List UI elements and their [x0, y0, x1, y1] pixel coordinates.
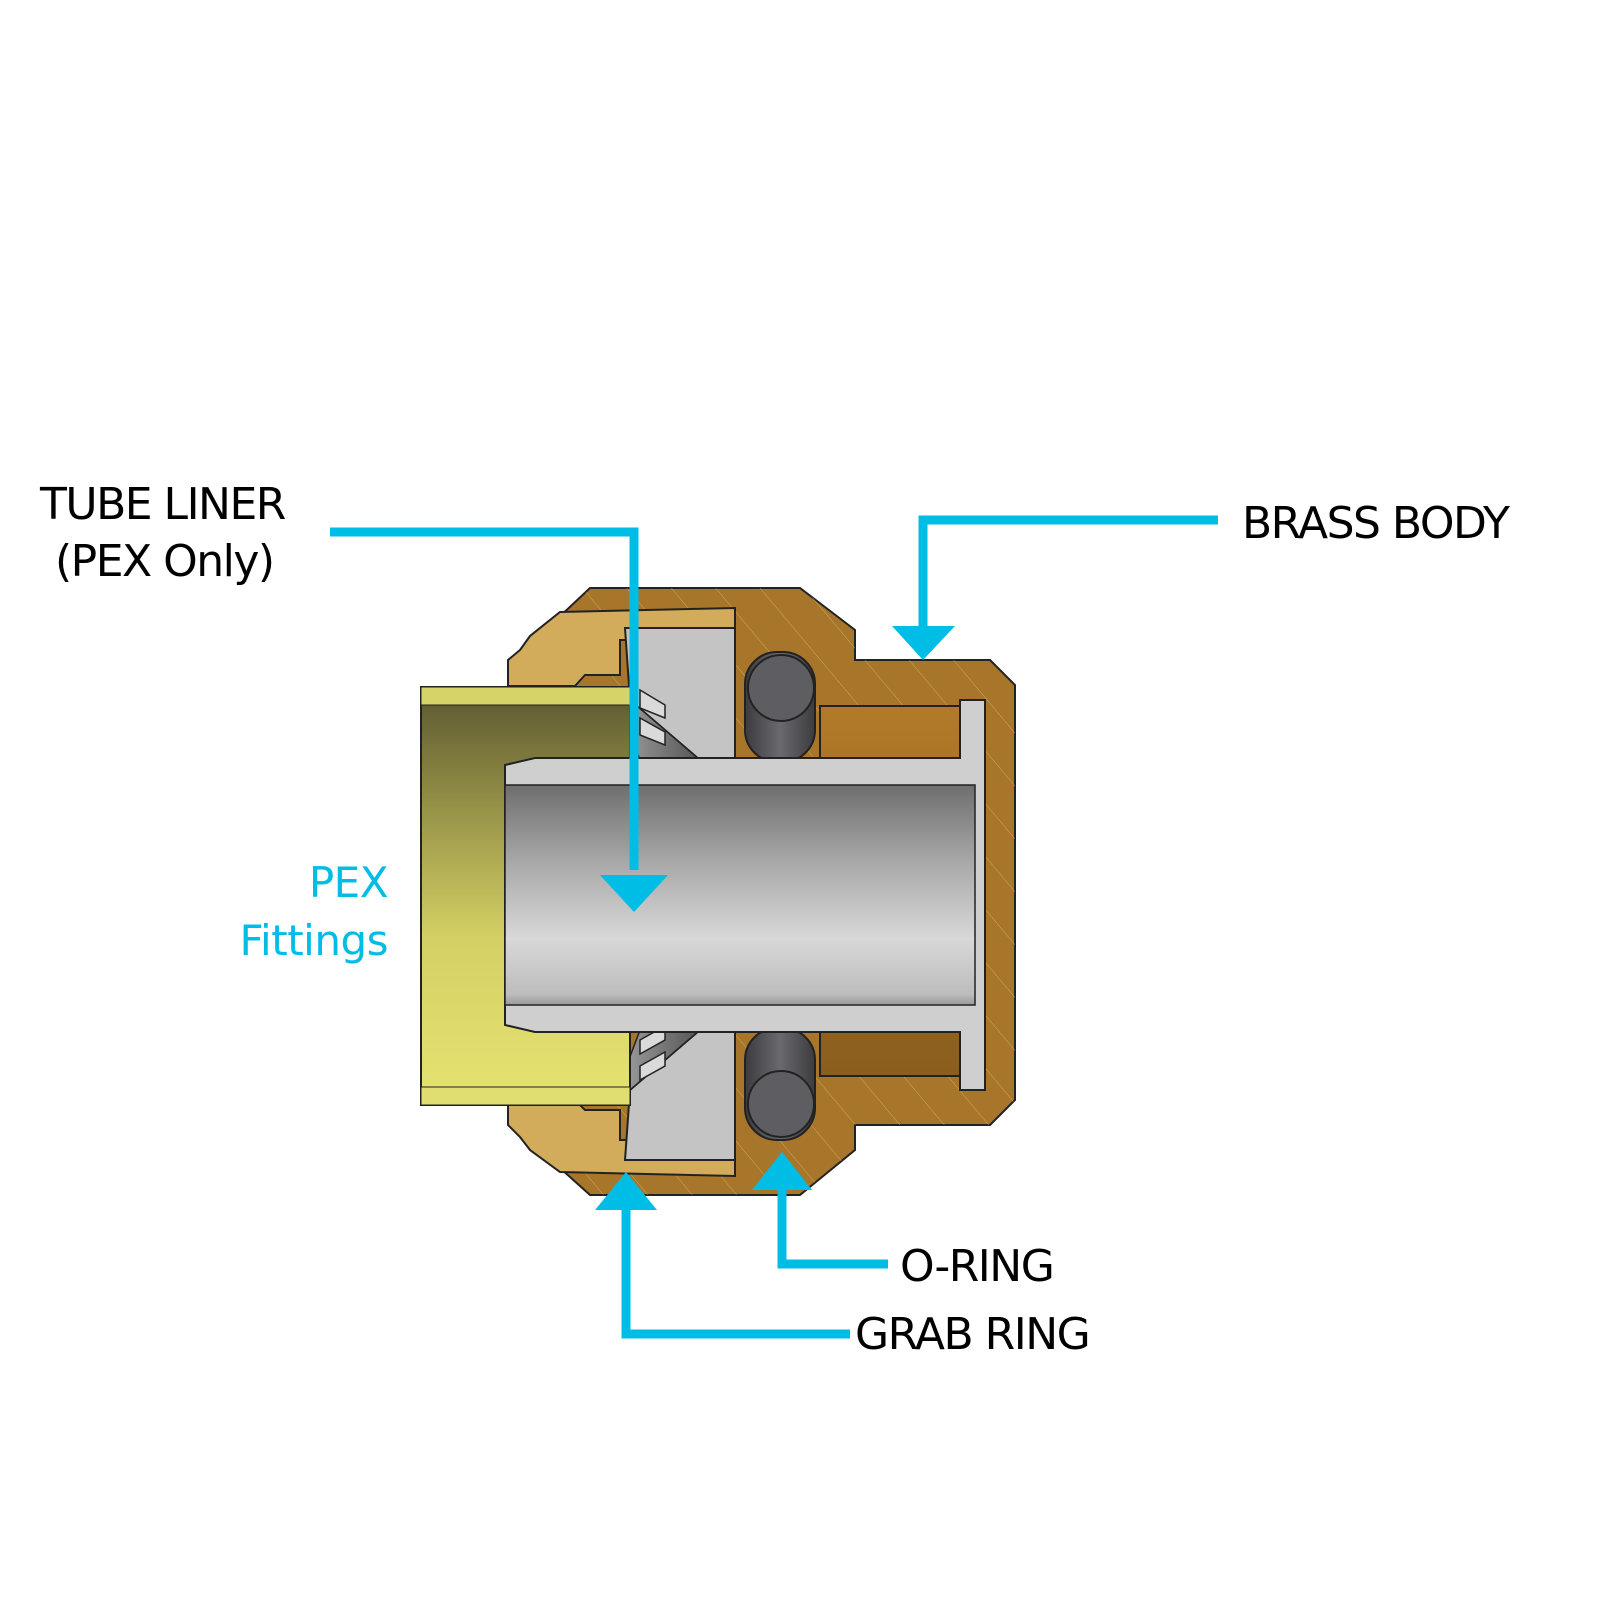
- callouts: [330, 515, 1218, 1339]
- pex-fittings-sublabel: Fittings: [239, 916, 388, 965]
- tube-liner-leader-line: [330, 527, 639, 870]
- o-ring: [744, 651, 816, 1141]
- tube-liner-label: TUBE LINER: [40, 479, 286, 530]
- brass-body-leader-line: [918, 515, 1218, 630]
- brass-body-label: BRASS BODY: [1242, 498, 1510, 549]
- tube-liner: [504, 699, 986, 1091]
- o-ring-leader-line: [777, 1190, 888, 1269]
- grab-ring: [623, 627, 736, 1161]
- pex-fittings-label: PEX: [308, 858, 389, 907]
- tube-liner-sublabel: (PEX Only): [55, 536, 275, 587]
- grab-ring-label: GRAB RING: [855, 1309, 1091, 1360]
- callout-arrowheads: [595, 626, 955, 1210]
- grab-ring-arrowhead-icon: [595, 1172, 657, 1210]
- grab-ring-leader-line: [621, 1205, 850, 1339]
- o-ring-arrowhead-icon: [752, 1152, 812, 1190]
- brass-body-arrowhead-icon: [892, 626, 955, 660]
- tube-liner-arrowhead-icon: [600, 875, 668, 912]
- o-ring-label: O-RING: [900, 1241, 1055, 1292]
